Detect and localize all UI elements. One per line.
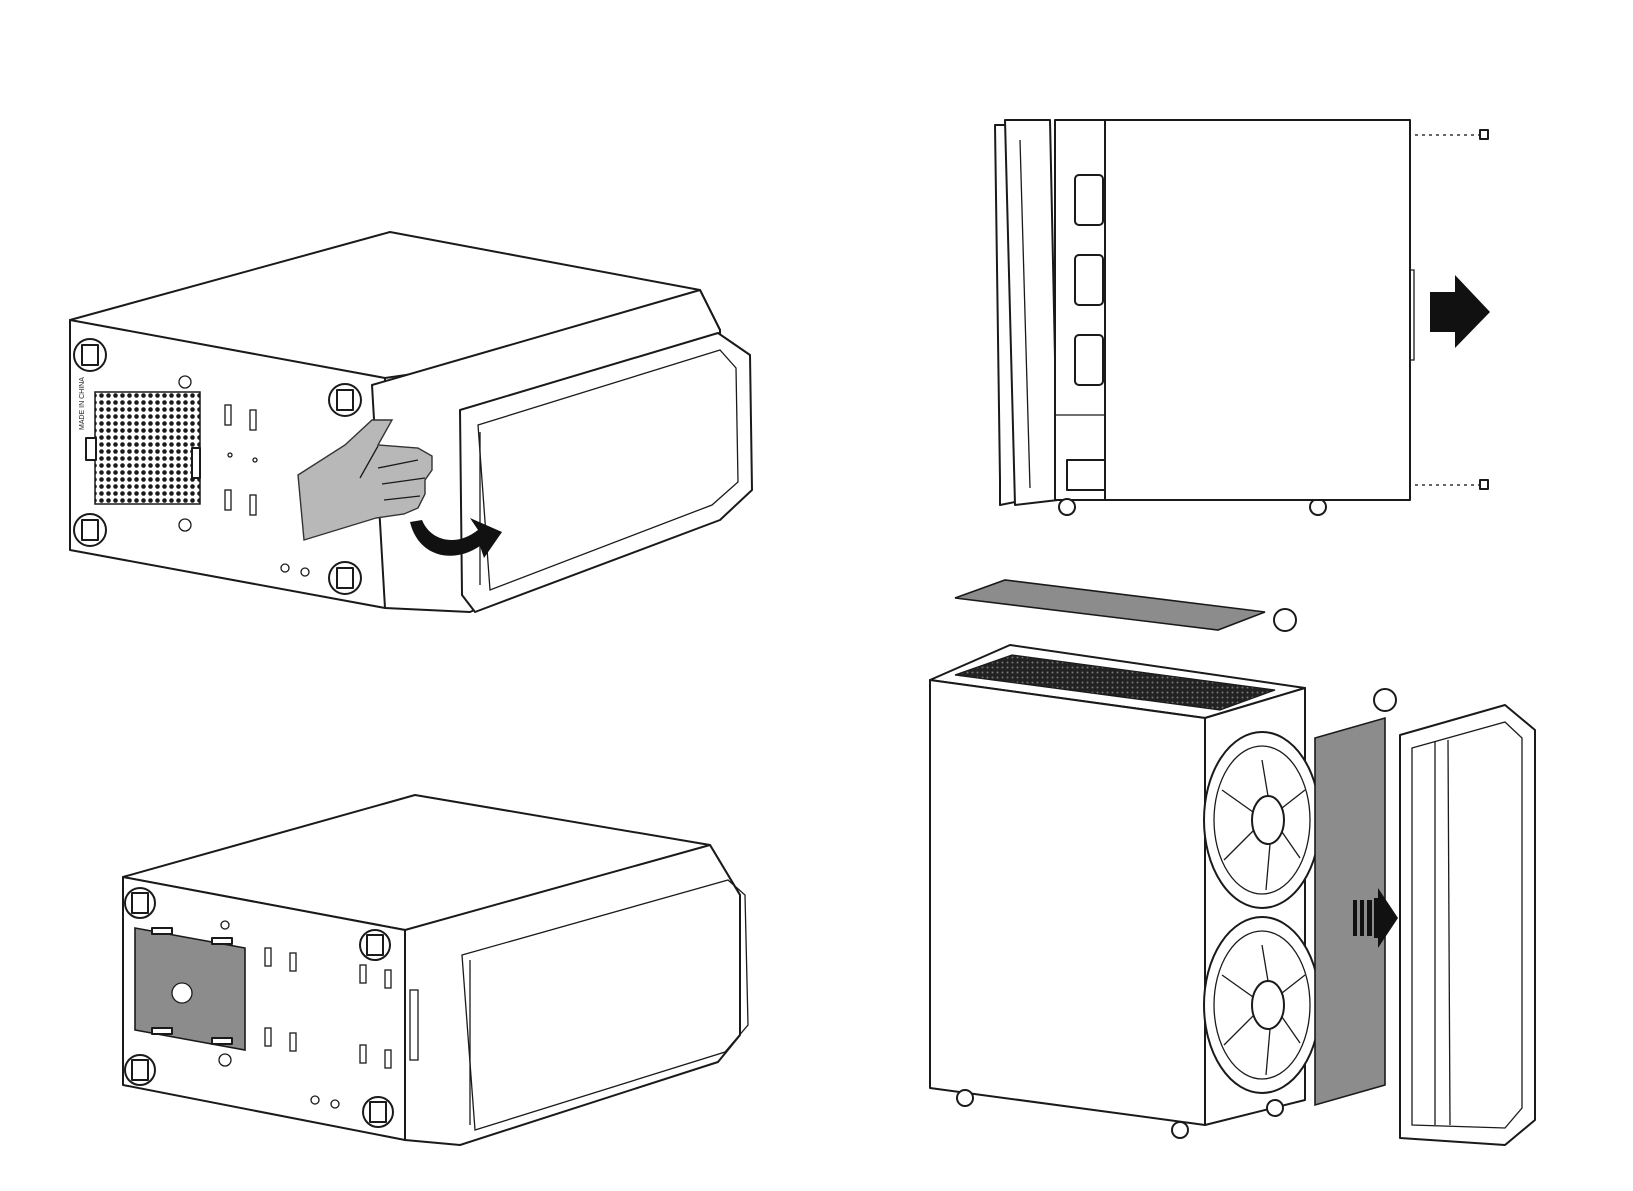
- front-bezel-side: [995, 120, 1058, 505]
- callout-marker-2: [1374, 689, 1396, 711]
- case-fan: [1204, 732, 1320, 908]
- made-in-china-stamp: MADE IN CHINA: [79, 377, 86, 430]
- panel-case-bottom-view: [123, 795, 748, 1145]
- callout-marker-1: [1274, 609, 1296, 631]
- side-panel: [1105, 120, 1410, 500]
- case-fan: [1204, 917, 1320, 1093]
- panel-remove-side-panel: [995, 120, 1490, 515]
- panel-remove-dust-filters: [930, 580, 1535, 1145]
- slide-right-arrow-icon: [1430, 275, 1490, 348]
- front-panel: [1400, 705, 1535, 1145]
- psu-intake-mesh: MADE IN CHINA: [79, 377, 200, 504]
- bottom-dust-filter: [135, 928, 245, 1050]
- panel-remove-front-panel: MADE IN CHINA: [70, 232, 752, 612]
- top-dust-filter: [955, 580, 1265, 630]
